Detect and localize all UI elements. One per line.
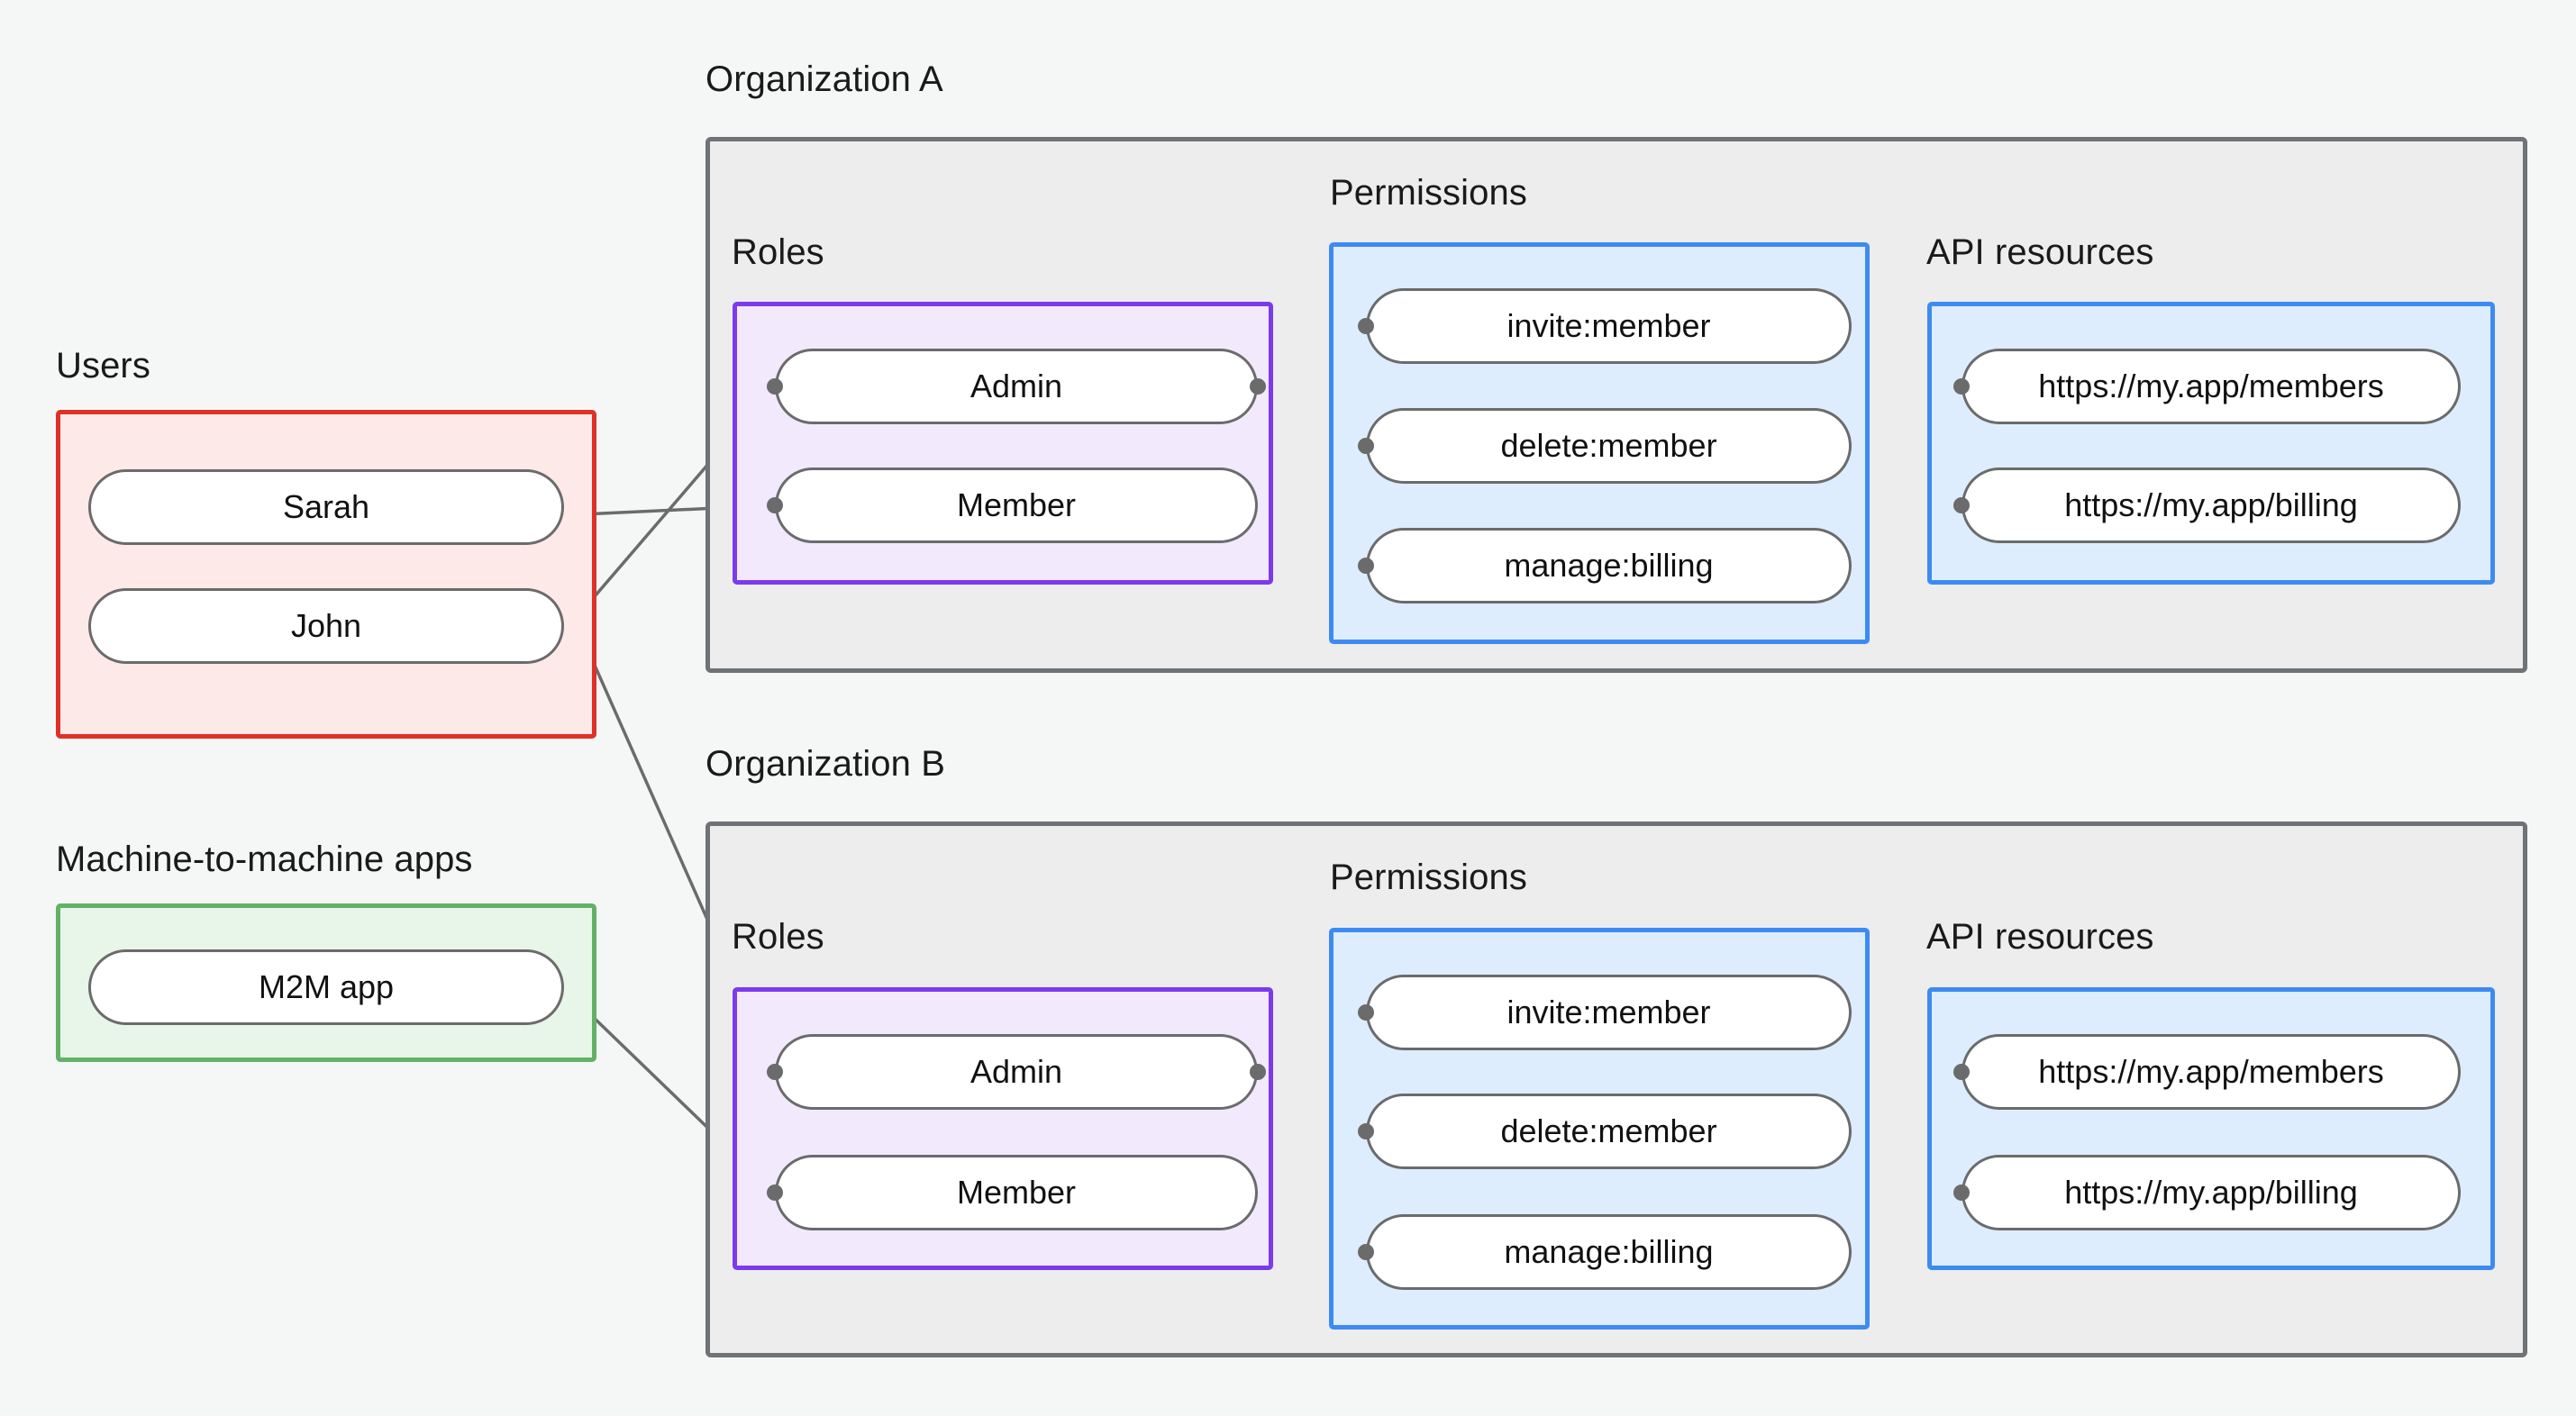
- org-b-api-resource-billing[interactable]: https://my.app/billing: [1962, 1155, 2461, 1230]
- permission-label: manage:billing: [1504, 1233, 1714, 1270]
- connector-dot: [767, 1064, 783, 1080]
- org-b-permissions-label: Permissions: [1330, 858, 1527, 897]
- org-b-roles-label: Roles: [732, 917, 824, 957]
- user-node-label: Sarah: [282, 488, 370, 525]
- connector-dot: [1358, 1123, 1374, 1139]
- org-a-permission-delete-member[interactable]: delete:member: [1366, 408, 1852, 484]
- permission-label: invite:member: [1506, 994, 1711, 1030]
- api-resource-label: https://my.app/members: [2038, 1053, 2384, 1090]
- role-label: Admin: [969, 368, 1063, 404]
- connector-dot: [767, 378, 783, 395]
- org-b-role-member[interactable]: Member: [775, 1155, 1258, 1230]
- api-resource-label: https://my.app/members: [2038, 368, 2384, 404]
- permission-label: manage:billing: [1504, 547, 1714, 584]
- m2m-node-app[interactable]: M2M app: [88, 949, 564, 1025]
- connector-dot: [1953, 378, 1970, 395]
- org-a-permissions-label: Permissions: [1330, 173, 1527, 213]
- org-a-api-resource-billing[interactable]: https://my.app/billing: [1962, 467, 2461, 543]
- permission-label: delete:member: [1500, 1112, 1717, 1149]
- api-resource-label: https://my.app/billing: [2064, 1174, 2358, 1211]
- org-a-api-resource-members[interactable]: https://my.app/members: [1962, 349, 2461, 424]
- connector-dot: [1358, 438, 1374, 454]
- org-a-permission-manage-billing[interactable]: manage:billing: [1366, 528, 1852, 604]
- m2m-node-label: M2M app: [258, 968, 395, 1005]
- org-a-roles-label: Roles: [732, 232, 824, 272]
- connector-dot: [1953, 497, 1970, 513]
- role-label: Member: [956, 1174, 1077, 1211]
- api-resource-label: https://my.app/billing: [2064, 486, 2358, 523]
- user-node-sarah[interactable]: Sarah: [88, 469, 564, 545]
- connector-dot: [1953, 1064, 1970, 1080]
- org-b-permission-invite-member[interactable]: invite:member: [1366, 975, 1852, 1050]
- org-a-role-member[interactable]: Member: [775, 467, 1258, 543]
- user-node-label: John: [290, 607, 362, 644]
- org-a-permission-invite-member[interactable]: invite:member: [1366, 288, 1852, 364]
- permission-label: invite:member: [1506, 307, 1711, 344]
- users-group-label: Users: [56, 346, 150, 386]
- connector-dot: [1953, 1185, 1970, 1201]
- org-b-permission-manage-billing[interactable]: manage:billing: [1366, 1214, 1852, 1290]
- role-label: Member: [956, 486, 1077, 523]
- connector-dot: [1250, 1064, 1266, 1080]
- permission-label: delete:member: [1500, 427, 1717, 464]
- connector-dot: [767, 1185, 783, 1201]
- role-label: Admin: [969, 1053, 1063, 1090]
- connector-dot: [767, 497, 783, 513]
- m2m-group-label: Machine-to-machine apps: [56, 840, 473, 879]
- organization-b-title: Organization B: [705, 744, 945, 784]
- organization-a-title: Organization A: [705, 59, 943, 99]
- connector-dot: [1358, 1244, 1374, 1260]
- org-b-role-admin[interactable]: Admin: [775, 1034, 1258, 1110]
- connector-dot: [1358, 558, 1374, 574]
- connector-dot: [1358, 1004, 1374, 1021]
- connector-dot: [1358, 318, 1374, 334]
- org-b-api-resources-label: API resources: [1926, 917, 2154, 957]
- org-a-api-resources-label: API resources: [1926, 232, 2154, 272]
- org-a-role-admin[interactable]: Admin: [775, 349, 1258, 424]
- connector-dot: [1250, 378, 1266, 395]
- org-b-api-resource-members[interactable]: https://my.app/members: [1962, 1034, 2461, 1110]
- user-node-john[interactable]: John: [88, 588, 564, 664]
- org-b-permission-delete-member[interactable]: delete:member: [1366, 1094, 1852, 1169]
- users-cluster: [56, 410, 596, 739]
